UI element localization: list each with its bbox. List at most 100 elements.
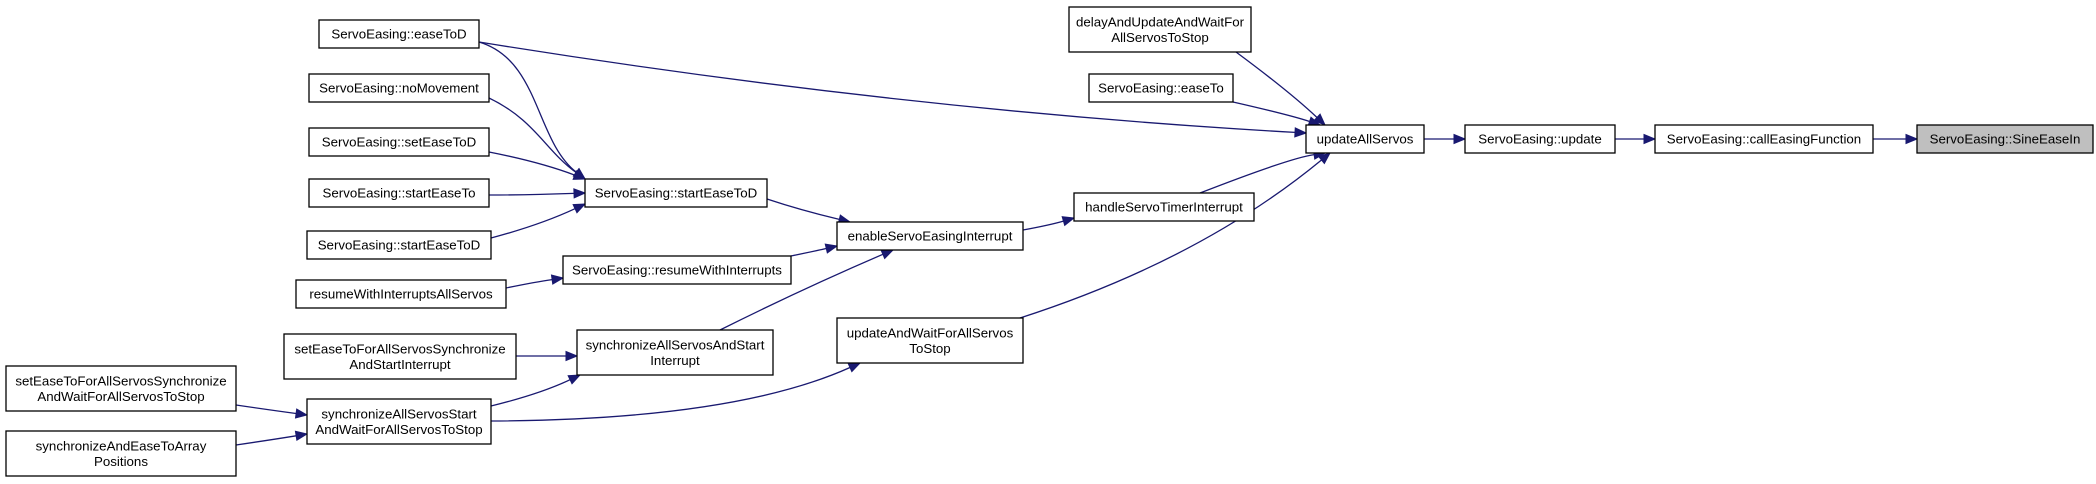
node-esei[interactable]: enableServoEasingInterrupt bbox=[836, 221, 1024, 251]
edge-line bbox=[1022, 220, 1064, 231]
node-box bbox=[1088, 73, 1234, 103]
arrow-head bbox=[294, 408, 309, 419]
edge-rwias-to-rwi bbox=[505, 274, 565, 289]
node-label: Interrupt bbox=[650, 353, 700, 368]
node-label: delayAndUpdateAndWaitFor bbox=[1076, 14, 1245, 29]
arrow-head bbox=[880, 249, 895, 260]
edge-line bbox=[790, 247, 827, 257]
edge-line bbox=[490, 379, 571, 407]
node-box bbox=[1073, 192, 1255, 222]
edge-sassaw-to-sasasi bbox=[490, 374, 582, 407]
edge-delay-to-uas bbox=[1235, 51, 1326, 126]
node-label: synchronizeAllServosStart bbox=[321, 406, 476, 421]
node-nomove[interactable]: ServoEasing::noMovement bbox=[308, 73, 490, 103]
arrow-head bbox=[565, 350, 579, 362]
node-box bbox=[5, 365, 237, 412]
arrow-head bbox=[1643, 133, 1657, 145]
node-box bbox=[1464, 124, 1616, 154]
node-label: ServoEasing::update bbox=[1478, 132, 1601, 147]
node-label: AllServosToStop bbox=[1111, 30, 1209, 45]
arrow-head bbox=[1061, 216, 1076, 227]
node-label: ServoEasing::easeToD bbox=[331, 27, 466, 42]
node-setod2[interactable]: ServoEasing::startEaseToD bbox=[306, 230, 492, 260]
node-callef[interactable]: ServoEasing::callEasingFunction bbox=[1654, 124, 1874, 154]
arrow-head bbox=[572, 203, 587, 214]
edge-line bbox=[235, 435, 297, 446]
edge-setfas-to-sasasi bbox=[516, 350, 579, 362]
edge-uawfas-to-uas bbox=[1019, 152, 1332, 319]
edge-seto-to-sasd bbox=[488, 188, 587, 199]
node-sasd[interactable]: ServoEasing::startEaseToD bbox=[584, 178, 768, 208]
node-update[interactable]: ServoEasing::update bbox=[1464, 124, 1616, 154]
node-label: ServoEasing::startEaseToD bbox=[595, 186, 758, 201]
node-box bbox=[306, 398, 492, 445]
edge-setod2-to-sasd bbox=[490, 203, 587, 239]
node-label: ServoEasing::noMovement bbox=[319, 81, 479, 96]
node-label: setEaseToForAllServosSynchronize bbox=[294, 341, 505, 356]
node-box bbox=[295, 279, 507, 309]
node-rwi[interactable]: ServoEasing::resumeWithInterrupts bbox=[562, 255, 792, 285]
edge-setetd-to-sasd bbox=[488, 151, 587, 180]
arrow-head bbox=[1294, 127, 1308, 138]
edge-line bbox=[488, 192, 575, 196]
node-box bbox=[836, 317, 1024, 364]
edge-esei-to-hsti bbox=[1022, 216, 1076, 231]
node-setetd[interactable]: ServoEasing::setEaseToD bbox=[308, 127, 490, 157]
node-easetod[interactable]: ServoEasing::easeToD bbox=[318, 19, 480, 49]
node-label: AndWaitForAllServosToStop bbox=[315, 422, 482, 437]
node-setfasw[interactable]: setEaseToForAllServosSynchronizeAndWaitF… bbox=[5, 365, 237, 412]
edge-easeto-to-uas bbox=[1232, 101, 1322, 127]
node-rwias[interactable]: resumeWithInterruptsAllServos bbox=[295, 279, 507, 309]
node-label: resumeWithInterruptsAllServos bbox=[309, 287, 493, 302]
node-label: ServoEasing::startEaseToD bbox=[318, 238, 481, 253]
node-setfas[interactable]: setEaseToForAllServosSynchronizeAndStart… bbox=[283, 333, 517, 380]
node-sine[interactable]: ServoEasing::SineEaseIn bbox=[1916, 124, 2094, 154]
edge-line bbox=[505, 278, 553, 289]
node-easeto[interactable]: ServoEasing::easeTo bbox=[1088, 73, 1234, 103]
edge-sasd-to-esei bbox=[766, 198, 852, 225]
edge-line bbox=[1232, 101, 1310, 123]
arrow-head bbox=[824, 243, 839, 254]
arrow-head bbox=[1317, 152, 1332, 165]
node-label: ServoEasing::setEaseToD bbox=[322, 135, 476, 150]
node-label: handleServoTimerInterrupt bbox=[1085, 200, 1243, 215]
node-box bbox=[836, 221, 1024, 251]
node-label: ServoEasing::SineEaseIn bbox=[1930, 132, 2081, 147]
node-sassaw[interactable]: synchronizeAllServosStartAndWaitForAllSe… bbox=[306, 398, 492, 445]
edge-update-to-callef bbox=[1615, 133, 1657, 145]
edge-line bbox=[1199, 153, 1315, 194]
node-box bbox=[5, 430, 237, 477]
edge-line bbox=[478, 41, 577, 173]
edge-line bbox=[235, 404, 297, 415]
node-label: synchronizeAndEaseToArray bbox=[36, 438, 207, 453]
edge-easetod-to-sasd bbox=[478, 41, 587, 180]
edge-line bbox=[719, 253, 884, 331]
edge-rwi-to-esei bbox=[790, 243, 839, 257]
node-label: AndStartInterrupt bbox=[349, 357, 451, 372]
edge-line bbox=[488, 151, 575, 176]
node-seto[interactable]: ServoEasing::startEaseTo bbox=[308, 178, 490, 208]
arrow-head bbox=[550, 274, 565, 285]
edge-uas-to-update bbox=[1424, 133, 1467, 145]
edge-line bbox=[490, 366, 851, 422]
node-label: ServoEasing::callEasingFunction bbox=[1667, 132, 1861, 147]
node-box bbox=[308, 127, 490, 157]
node-box bbox=[1654, 124, 1874, 154]
node-box bbox=[308, 73, 490, 103]
node-box bbox=[318, 19, 480, 49]
node-label: updateAndWaitForAllServos bbox=[847, 325, 1014, 340]
node-box bbox=[576, 329, 774, 376]
edge-line bbox=[478, 41, 1296, 134]
node-label: enableServoEasingInterrupt bbox=[848, 229, 1013, 244]
node-uas[interactable]: updateAllServos bbox=[1305, 124, 1425, 154]
node-label: ToStop bbox=[909, 341, 950, 356]
node-label: setEaseToForAllServosSynchronize bbox=[15, 373, 226, 388]
edge-easetod-to-uas bbox=[478, 41, 1308, 138]
node-hsti[interactable]: handleServoTimerInterrupt bbox=[1073, 192, 1255, 222]
arrow-head bbox=[1313, 113, 1326, 126]
